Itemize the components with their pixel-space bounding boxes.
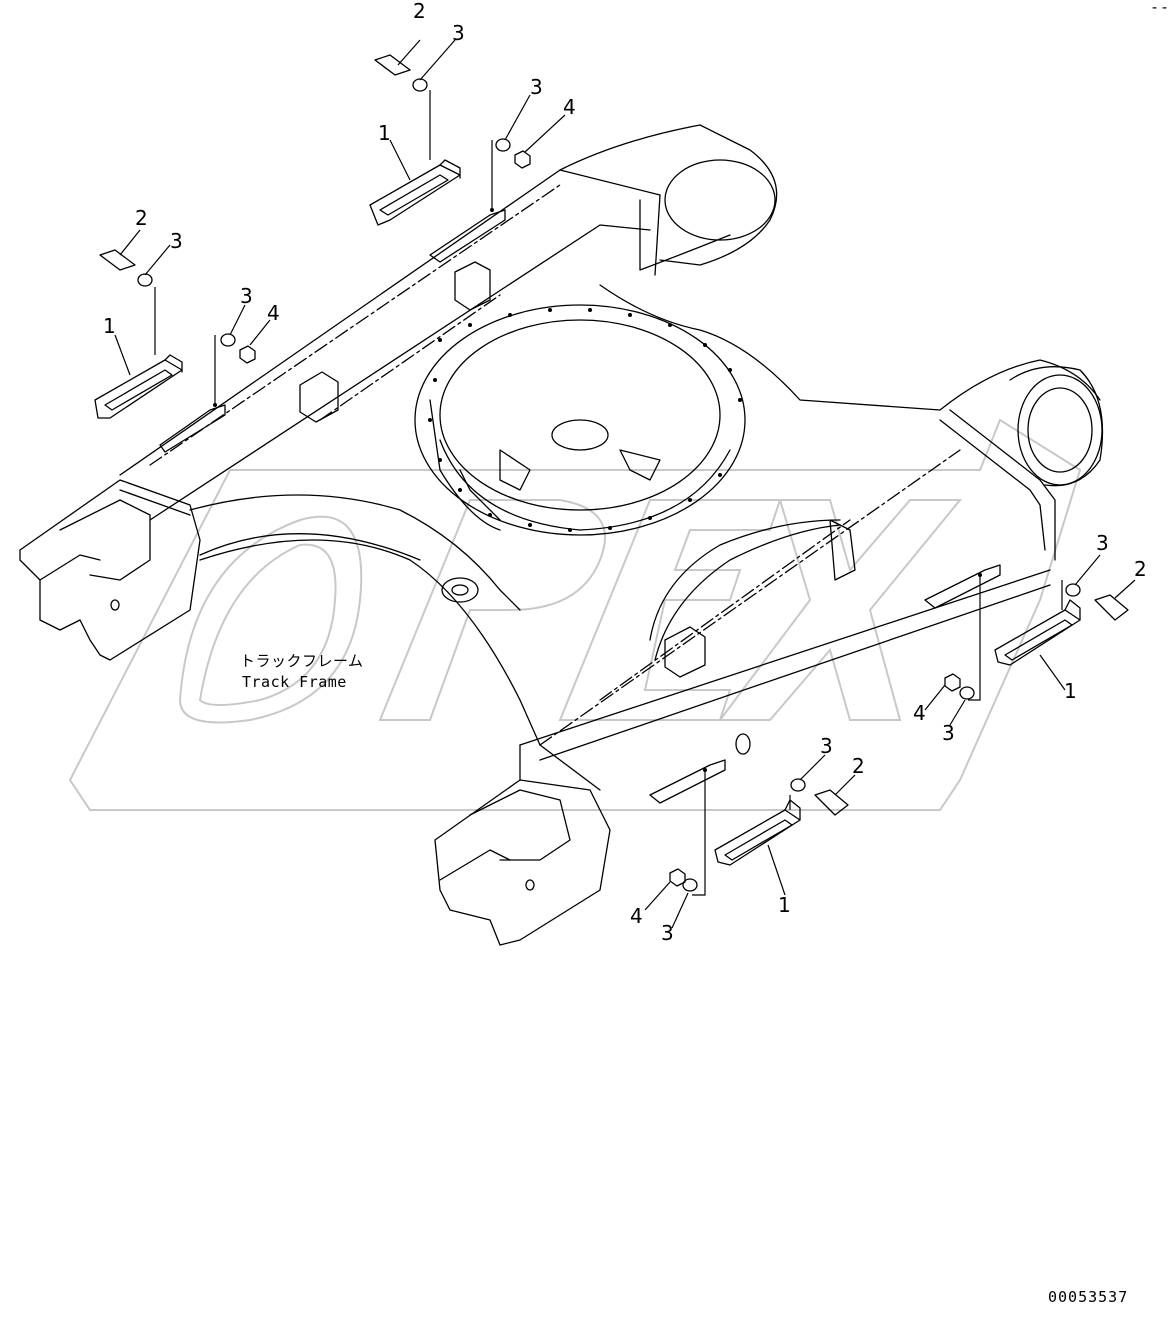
callout-4-left: 4	[267, 301, 280, 325]
callout-3-right-lower: 3	[942, 721, 955, 745]
callout-1-upper: 1	[378, 121, 391, 145]
leader-lines	[114, 39, 1136, 929]
callout-2-upper: 2	[413, 0, 426, 23]
track-frame-drawing	[19, 54, 1129, 946]
track-frame-label-jp: トラックフレーム	[240, 652, 364, 670]
callout-1-lower: 1	[778, 893, 791, 917]
callout-2-right: 2	[1134, 557, 1147, 581]
callout-4-right: 4	[913, 701, 926, 725]
callout-3-upper-right: 3	[530, 75, 543, 99]
drawing-number: 00053537	[1048, 1288, 1128, 1306]
callout-3-left-right: 3	[240, 284, 253, 308]
callout-3-left: 3	[170, 229, 183, 253]
callout-3-upper: 3	[452, 21, 465, 45]
callout-3-lower-left: 3	[661, 921, 674, 945]
callout-2-left: 2	[135, 206, 148, 230]
callout-4-upper: 4	[563, 95, 576, 119]
callouts: 2 3 3 4 1 2 3 3 4 1 3 2 1 4 3 3 2 1 4 3	[103, 0, 1147, 945]
callout-1-right: 1	[1064, 679, 1077, 703]
callout-2-lower: 2	[852, 754, 865, 778]
callout-3-right: 3	[1096, 531, 1109, 555]
corner-mark: --	[1150, 0, 1170, 16]
callout-1-left: 1	[103, 314, 116, 338]
callout-3-lower: 3	[820, 734, 833, 758]
callout-4-lower: 4	[630, 904, 643, 928]
track-frame-label-en: Track Frame	[242, 673, 347, 691]
watermark-logo	[68, 418, 1082, 811]
